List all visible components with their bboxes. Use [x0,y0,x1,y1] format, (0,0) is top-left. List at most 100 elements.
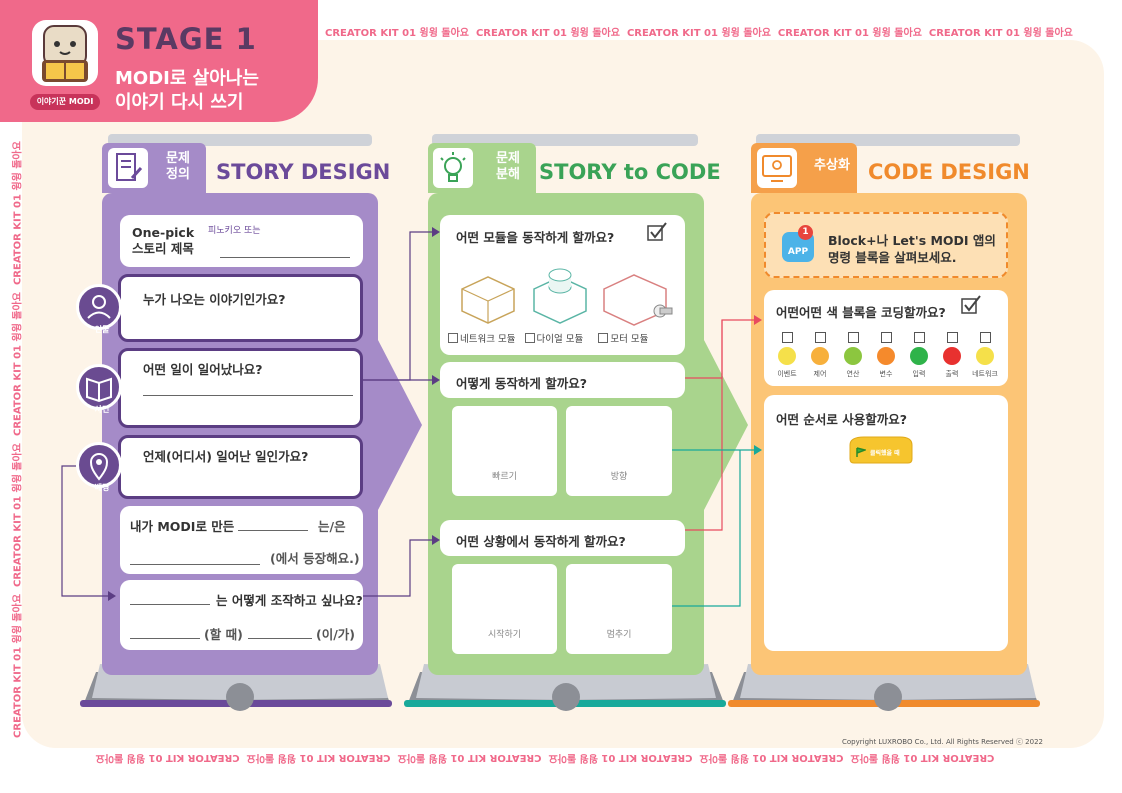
how-question: 어떻게 동작하게 할까요? [456,376,587,391]
app-hint-line2: 명령 블록을 살펴보세요. [828,250,957,265]
block-color-checkbox[interactable] [979,332,991,343]
module-illustrations [461,268,673,326]
story-design-title: STORY DESIGN [216,160,391,184]
block-color-checkbox[interactable] [781,332,793,343]
made-prefix: 내가 MODI로 만든 [130,519,235,534]
lightbulb-icon [433,148,473,188]
motor-module-label: 모터 모듈 [610,334,649,345]
app-hint-box: APP 1 Block+나 Let's MODI 앱의 명령 블록을 살펴보세요… [764,212,1008,278]
made-line1 [238,530,308,531]
situation-card[interactable]: 어떤 상황에서 동작하게 할까요? [440,520,685,556]
block-color-swatch [943,347,961,365]
location-icon-label: 배경 [94,483,110,492]
story-design-tab-label: 문제 정의 [166,151,190,182]
block-color-swatch [778,347,796,365]
block-color-label: 연산 [846,370,860,378]
start-event-block[interactable]: 클릭했을 때 [848,435,914,465]
dial-module-icon [533,268,587,324]
control-line1 [130,604,210,605]
block-color-checkbox[interactable] [946,332,958,343]
watermark-top: CREATOR KIT 01 윙윙 돌아요 CREATOR KIT 01 윙윙 … [325,28,1073,39]
made-with-modi-card[interactable]: 내가 MODI로 만든 는/은 (에서 등장해요.) [120,506,363,574]
block-color-option[interactable]: 출력 [937,332,967,379]
block-color-checkbox[interactable] [880,332,892,343]
module-card[interactable]: 어떤 모듈을 동작하게 할까요? 네트워크 모듈 다이얼 모듈 모터 모듈 [440,215,685,355]
stop-box[interactable]: 멈추기 [566,564,672,654]
motor-module-icon [603,274,673,326]
block-question: 어떤어떤 색 블록을 코딩할까요? [776,305,946,320]
block-color-label: 이벤트 [777,370,797,378]
block-color-label: 제어 [813,370,827,378]
control-line3 [248,638,312,639]
block-color-swatch [910,347,928,365]
app-hint-line1: Block+나 Let's MODI 앱의 [828,233,996,248]
direction-box[interactable]: 방향 [566,406,672,496]
start-label: 시작하기 [487,630,522,640]
block-color-checkbox[interactable] [847,332,859,343]
copyright-text: Copyright LUXROBO Co., Ltd. All Rights R… [842,738,1044,746]
code-design-title: CODE DESIGN [868,160,1030,184]
what-card[interactable]: 어떤 일이 일어났나요? [118,348,363,428]
direction-label: 방향 [610,472,628,482]
stage-header: 이야기꾼 MODI STAGE 1 MODI로 살아나는 이야기 다시 쓰기 [0,0,318,122]
how-card[interactable]: 어떻게 동작하게 할까요? [440,362,685,398]
block-color-label: 네트워크 [972,370,998,378]
block-color-option[interactable]: 입력 [904,332,934,379]
modi-logo [32,20,98,86]
block-color-swatch [877,347,895,365]
story-to-code-tab-label: 문제 분해 [496,151,520,182]
speed-label: 빠르기 [492,472,517,482]
person-icon [76,284,122,330]
network-module-checkbox[interactable] [448,333,458,343]
control-card[interactable]: 는 어떻게 조작하고 싶나요? (할 때) (이/가) [120,580,363,650]
block-color-option[interactable]: 연산 [838,332,868,379]
block-color-option[interactable]: 네트워크 [970,332,1000,379]
block-color-checkbox[interactable] [913,332,925,343]
block-color-option[interactable]: 제어 [805,332,835,379]
dial-module-checkbox[interactable] [524,333,535,343]
story-to-code-title: STORY to CODE [539,160,721,184]
motor-module-checkbox[interactable] [598,333,609,343]
monitor-idea-icon [757,148,797,188]
module-options[interactable]: 네트워크 모듈 다이얼 모듈 모터 모듈 [448,331,648,345]
block-color-checkbox[interactable] [814,332,826,343]
when-card[interactable]: 언제(어디서) 일어난 일인가요? [118,435,363,499]
book-icon [76,364,122,410]
checkbox-icon [960,294,982,320]
made-suffix2: (에서 등장해요.) [270,551,360,566]
when-question: 언제(어디서) 일어난 일인가요? [143,449,309,464]
made-line2 [130,564,260,565]
block-color-label: 입력 [912,370,926,378]
speed-box[interactable]: 빠르기 [452,406,557,496]
control-question: 는 어떻게 조작하고 싶나요? [216,593,363,608]
block-color-option[interactable]: 이벤트 [772,332,802,379]
control-line2 [130,638,200,639]
logo-caption: 이야기꾼 MODI [30,94,100,110]
chevron-arrow-icon [378,340,422,510]
stage-subtitle-line2: 이야기 다시 쓰기 [115,92,244,113]
story-title-card[interactable]: One-pick 스토리 제목 피노키오 또는 [120,215,363,267]
block-color-label: 변수 [879,370,893,378]
module-question: 어떤 모듈을 동작하게 할까요? [456,230,615,245]
chevron-arrow-icon [704,340,748,510]
block-color-swatch [811,347,829,365]
what-question: 어떤 일이 일어났나요? [143,362,263,377]
block-color-option[interactable]: 변수 [871,332,901,379]
start-block-label: 클릭했을 때 [870,450,900,457]
story-title-hint: 피노키오 또는 [208,226,261,236]
stage-subtitle-line1: MODI로 살아나는 [115,68,259,89]
order-card[interactable]: 어떤 순서로 사용할까요? 클릭했을 때 [764,395,1008,651]
network-module-label: 네트워크 모듈 [460,334,516,345]
checkbox-icon [646,221,668,247]
stage-title: STAGE 1 [115,22,257,56]
block-color-swatch [976,347,994,365]
story-title-label: One-pick 스토리 제목 [132,225,195,256]
what-line [143,395,353,396]
book-icon-label: 사건 [94,405,110,414]
who-question: 누가 나오는 이야기인가요? [143,292,286,307]
start-box[interactable]: 시작하기 [452,564,557,654]
who-card[interactable]: 누가 나오는 이야기인가요? [118,274,363,342]
green-flag-icon [856,447,866,457]
